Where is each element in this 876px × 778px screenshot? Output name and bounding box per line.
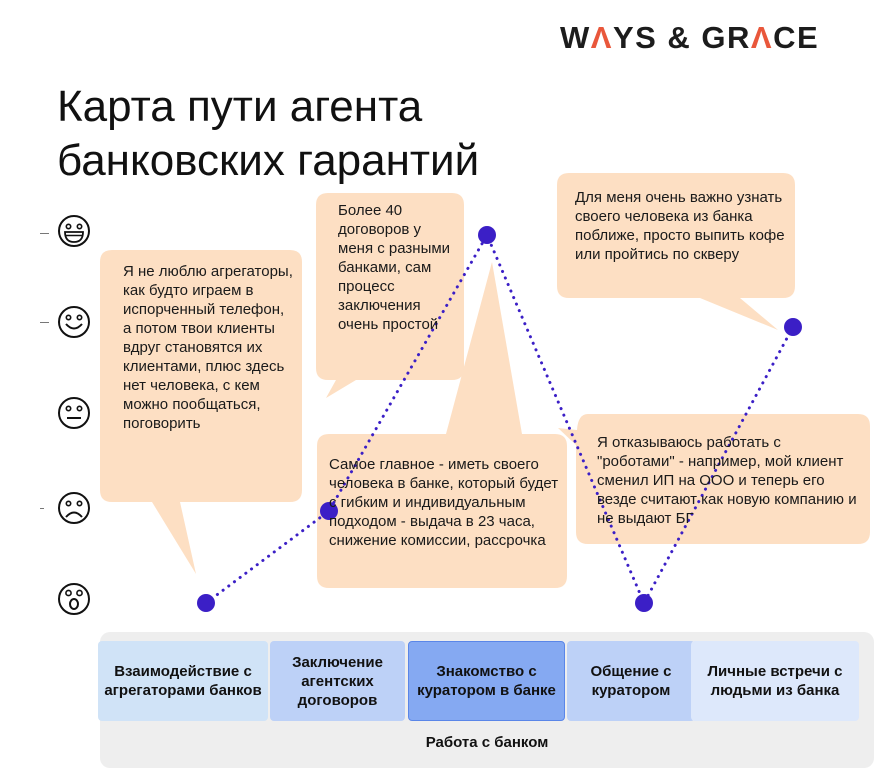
journey-point-2 — [320, 502, 338, 520]
stage-2: Заключение агентских договоров — [270, 641, 405, 721]
journey-point-3 — [478, 226, 496, 244]
scale-tick — [40, 233, 49, 234]
journey-point-5 — [784, 318, 802, 336]
emotion-journey-chart — [197, 226, 802, 612]
scale-tick — [40, 508, 44, 509]
journey-point-1 — [197, 594, 215, 612]
quote-contracts: Более 40 договоров у меня с разными банк… — [338, 202, 451, 333]
ways-and-grace-logo: WΛYS & GRΛCE — [560, 20, 820, 55]
stage-5: Личные встречи с людьми из банка — [691, 641, 859, 721]
neutral-face-icon — [58, 397, 90, 429]
very-happy-face-icon — [58, 215, 90, 247]
quote-robots: Я отказываюсь работать с "роботами" - на… — [597, 434, 857, 527]
stage-4: Общение с куратором — [567, 641, 695, 721]
shocked-face-icon — [58, 583, 90, 615]
page-title: Карта пути агента банковских гарантий — [57, 82, 480, 185]
happy-face-icon — [58, 306, 90, 338]
quote-curator: Самое главное - иметь своего человека в … — [329, 456, 559, 549]
stage-1: Взаимодействие с агрегаторами банков — [98, 641, 268, 721]
phase-label: Работа с банком — [425, 734, 549, 751]
journey-point-4 — [635, 594, 653, 612]
sad-face-icon — [58, 492, 90, 524]
quote-meetings: Для меня очень важно узнать своего челов… — [575, 189, 785, 263]
emotion-scale — [0, 0, 100, 778]
quote-aggregators: Я не люблю агрегаторы, как будто играем … — [123, 263, 293, 432]
scale-tick — [40, 322, 49, 323]
stage-3: Знакомство с куратором в банке — [408, 641, 565, 721]
